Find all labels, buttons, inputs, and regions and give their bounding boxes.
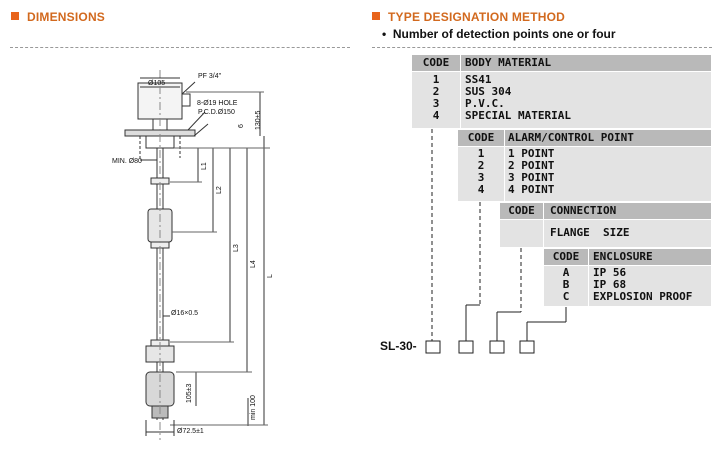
enclosure-codes: A B C <box>544 266 588 306</box>
enclosure-values: IP 56 IP 68 EXPLOSION PROOF <box>589 266 711 306</box>
label-pcd: P.C.D.Ø150 <box>198 109 235 116</box>
label-l4: L4 <box>250 260 257 268</box>
dimensions-header: DIMENSIONS <box>11 10 105 24</box>
body-material-codes: 1 2 3 4 <box>412 72 460 128</box>
alarm-point-values: 1 POINT 2 POINT 3 POINT 4 POINT <box>505 147 711 201</box>
label-float: Ø72.5±1 <box>177 428 204 435</box>
cable-entry <box>181 93 191 107</box>
label-dia105: Ø105 <box>148 80 166 87</box>
model-box-2 <box>458 340 474 354</box>
body-material-title: BODY MATERIAL <box>461 55 711 71</box>
connection-value: FLANGE SIZE <box>544 220 711 247</box>
label-min100: min 100 <box>250 395 257 420</box>
alarm-point-title: ALARM/CONTROL POINT <box>505 130 711 146</box>
label-l3: L3 <box>233 244 240 252</box>
model-box-1 <box>425 340 441 354</box>
enclosure-code-header: CODE <box>544 249 588 265</box>
alarm-point-codes: 1 2 3 4 <box>458 147 504 201</box>
model-prefix: SL-30- <box>380 339 417 353</box>
orange-square-icon <box>372 12 380 20</box>
label-dim130: 130±5 <box>255 110 262 130</box>
body-material-code-header: CODE <box>412 55 460 71</box>
label-hole: 8-Ø19 HOLE <box>197 100 238 107</box>
connection-code-blank <box>500 220 543 247</box>
model-box-3 <box>489 340 505 354</box>
connection-title: CONNECTION <box>544 203 711 219</box>
connection-code-header: CODE <box>500 203 543 219</box>
orange-square-icon <box>11 12 19 20</box>
label-dim105: 105±3 <box>186 383 193 403</box>
label-min: MIN. Ø80 <box>112 158 142 165</box>
label-rod: Ø16×0.5 <box>171 310 199 317</box>
enclosure-title: ENCLOSURE <box>589 249 711 265</box>
label-pf: PF 3/4" <box>198 73 222 80</box>
label-l2: L2 <box>216 186 223 194</box>
label-l: L <box>267 274 274 278</box>
label-dim6: 6 <box>238 124 245 128</box>
model-box-4 <box>519 340 535 354</box>
left-divider <box>10 47 350 48</box>
label-l1: L1 <box>201 162 208 170</box>
right-divider <box>372 47 712 48</box>
type-designation-header: TYPE DESIGNATION METHOD <box>372 10 565 24</box>
body-material-values: SS41 SUS 304 P.V.C. SPECIAL MATERIAL <box>461 72 711 128</box>
alarm-point-code-header: CODE <box>458 130 504 146</box>
detection-note: • Number of detection points one or four <box>382 27 616 41</box>
